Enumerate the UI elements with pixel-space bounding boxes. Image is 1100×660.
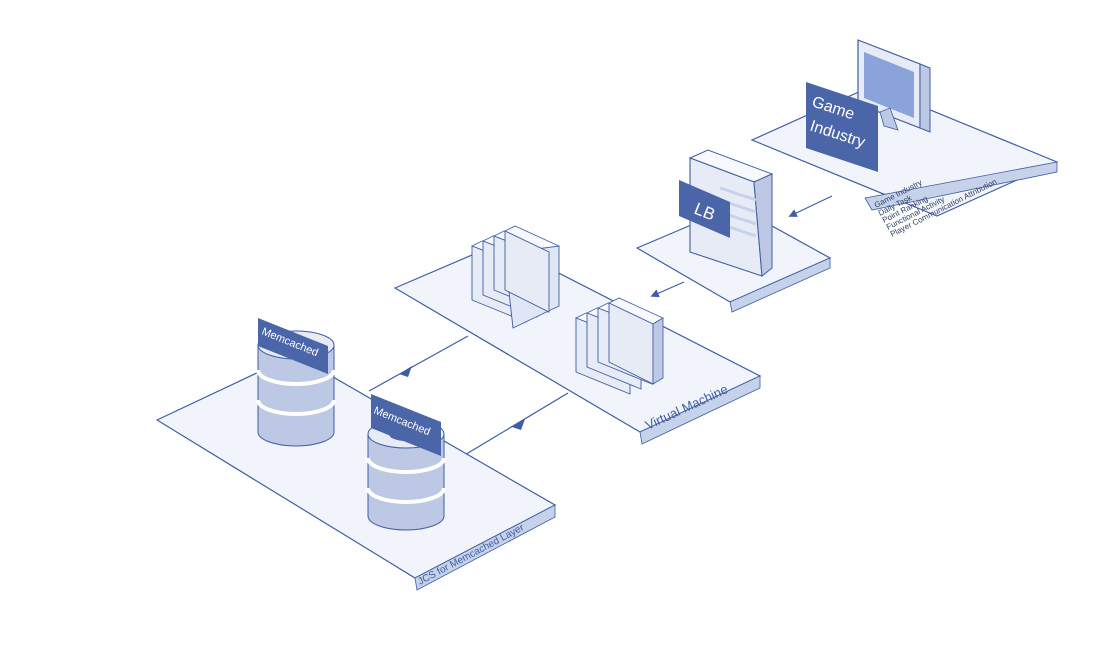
arrow-vm-to-memcached-1 <box>368 335 469 392</box>
game-platform-strip <box>864 161 1058 211</box>
game-industry-tag: Game Industry <box>806 82 878 172</box>
lb-platform-strip <box>729 257 831 313</box>
virtual-machine-node: Virtual Machine <box>393 225 762 445</box>
vm-platform-strip <box>639 375 761 445</box>
arrow-vm-to-memcached-2 <box>462 392 569 457</box>
memcached-platform-strip <box>414 504 556 591</box>
server-stack-icon <box>575 297 664 395</box>
game-industry-node: Game Industry Game Industry Daily Task P… <box>750 39 1059 239</box>
arrow-game-to-lb <box>788 195 833 217</box>
server-stack-icon <box>471 225 560 329</box>
arrow-lb-to-vm <box>650 281 685 298</box>
lb-node: LB <box>635 149 832 313</box>
arrow-head-2 <box>512 419 525 430</box>
memcached-layer-node: JCS for Memcached Layer Memcached Memcac… <box>155 318 557 591</box>
lb-tag: LB <box>679 180 730 238</box>
arrow-head-1 <box>399 366 412 377</box>
